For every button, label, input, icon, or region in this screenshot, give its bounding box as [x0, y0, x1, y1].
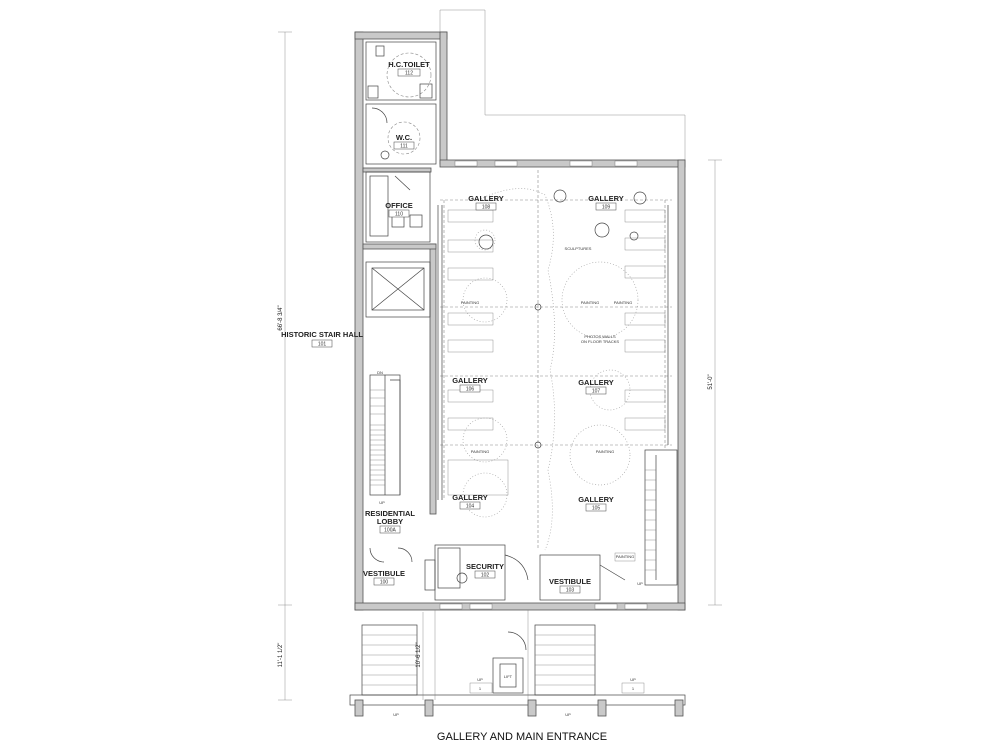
room-label-gallery-104: GALLERY 104 — [452, 493, 488, 510]
front-steps — [349, 610, 686, 717]
dimension-lines — [278, 31, 722, 701]
room-label-wc: W.C. 111 — [393, 133, 415, 150]
room-name: H.C.TOILET — [388, 60, 430, 69]
egress-stair — [644, 449, 678, 586]
note-lift: LIFT — [504, 674, 513, 679]
note-up: UP — [630, 677, 636, 682]
note-dn: DN — [377, 370, 383, 375]
room-label-vestibule-103: VESTIBULE 103 — [549, 577, 591, 594]
note-painting: PAINTING — [581, 300, 600, 305]
room-label-historic-stair: HISTORIC STAIR HALL 101 — [281, 330, 363, 348]
room-name: HISTORIC STAIR HALL — [281, 330, 363, 339]
room-number: 102 — [481, 573, 490, 579]
room-number: 111 — [400, 144, 408, 150]
room-number: 105 — [592, 506, 601, 512]
room-name: VESTIBULE — [363, 569, 405, 578]
room-label-office: OFFICE 110 — [385, 201, 413, 218]
room-name: SECURITY — [466, 562, 504, 571]
room-name-line1: RESIDENTIAL — [365, 509, 415, 518]
note-photos-1: PHOTOS WALLS — [584, 334, 616, 339]
room-number: 100A — [384, 528, 396, 534]
room-name: GALLERY — [578, 378, 614, 387]
note-painting: PAINTING — [461, 300, 480, 305]
room-label-gallery-106: GALLERY 106 — [452, 376, 488, 393]
room-label-vestibule-100: VESTIBULE 100 — [363, 569, 405, 586]
note-up: UP — [565, 712, 571, 717]
toilet-fixtures — [365, 41, 437, 165]
curtain-track — [477, 188, 555, 551]
historic-stair — [369, 374, 401, 496]
note-photos-2: ON FLOOR TRACKS — [581, 339, 619, 344]
note-sculptures: SCULPTURES — [565, 246, 592, 251]
clearance-circles — [462, 189, 647, 518]
room-label-gallery-107: GALLERY 107 — [578, 378, 614, 395]
room-number: 106 — [466, 387, 475, 393]
room-number: 101 — [318, 342, 327, 348]
painting-panels-left — [437, 205, 509, 500]
note-up: UP — [393, 712, 399, 717]
dim-right-main: 51'-0" — [708, 374, 714, 389]
room-label-hc-toilet: H.C.TOILET 112 — [388, 60, 430, 77]
room-name-line2: LOBBY — [377, 517, 403, 526]
room-number: 107 — [592, 389, 601, 395]
dim-left-front: 11'-1 1/2" — [278, 643, 284, 668]
elevator — [365, 261, 431, 318]
note-painting: PAINTING — [614, 300, 633, 305]
room-name: GALLERY — [468, 194, 504, 203]
room-number: 112 — [405, 71, 413, 77]
painting-panels-right — [624, 205, 669, 445]
note-up: UP — [477, 677, 483, 682]
room-label-residential-lobby: RESIDENTIAL LOBBY 100A — [365, 509, 415, 534]
room-number: 103 — [566, 588, 575, 594]
annotations: SCULPTURES PAINTING PAINTING PAINTING PA… — [377, 246, 643, 717]
security-area — [369, 544, 636, 601]
room-name: GALLERY — [452, 376, 488, 385]
room-name: VESTIBULE — [549, 577, 591, 586]
note-number: 1 — [632, 686, 635, 691]
room-label-security: SECURITY 102 — [466, 562, 504, 579]
note-painting: PAINTING — [596, 449, 615, 454]
dim-front-inner: 10'-6 1/2" — [416, 642, 422, 667]
note-painting: PAINTING — [616, 554, 635, 559]
exterior-walls — [354, 31, 686, 611]
note-number: 1 — [479, 686, 482, 691]
drawing-title: GALLERY AND MAIN ENTRANCE — [437, 731, 607, 743]
rear-outline — [439, 9, 686, 160]
note-painting: PAINTING — [471, 449, 490, 454]
room-name: GALLERY — [588, 194, 624, 203]
room-label-gallery-108: GALLERY 108 — [468, 194, 504, 211]
dim-left-main: 66'-8 3/4" — [278, 305, 284, 330]
room-number: 100 — [380, 580, 389, 586]
dimension-labels: 66'-8 3/4" 11'-1 1/2" 51'-0" 10'-6 1/2" — [278, 305, 714, 667]
note-up: UP — [379, 500, 385, 505]
room-label-gallery-105: GALLERY 105 — [578, 495, 614, 512]
room-number: 108 — [482, 205, 491, 211]
room-label-gallery-109: GALLERY 109 — [588, 194, 624, 211]
room-name: W.C. — [396, 133, 412, 142]
note-up: UP — [637, 581, 643, 586]
room-number: 104 — [466, 504, 475, 510]
room-number: 110 — [395, 212, 403, 218]
room-number: 109 — [602, 205, 611, 211]
room-name: GALLERY — [578, 495, 614, 504]
room-name: GALLERY — [452, 493, 488, 502]
room-name: OFFICE — [385, 201, 413, 210]
